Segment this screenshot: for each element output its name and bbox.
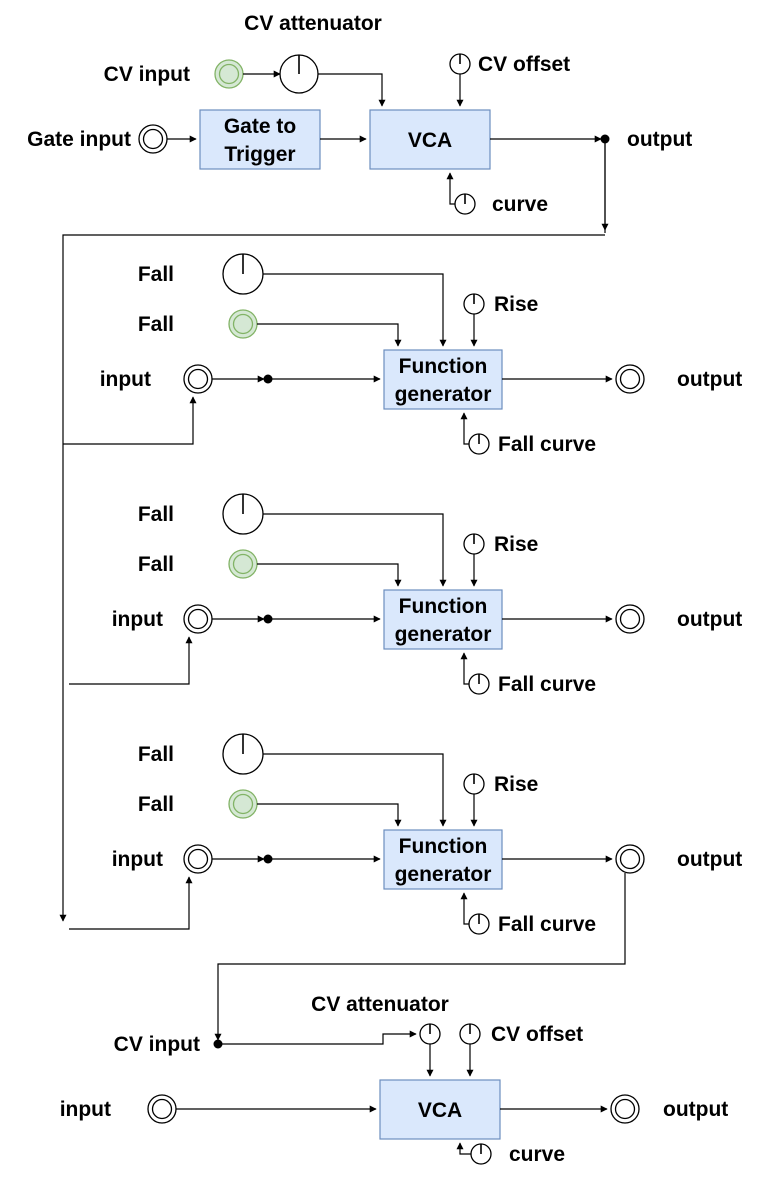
fg1-input-label: input bbox=[100, 368, 151, 391]
fg2-fall-curve-label: Fall curve bbox=[498, 673, 596, 696]
fg2-fall-cv-jack[interactable] bbox=[228, 549, 258, 579]
function-generator-3-section: Fall Fall Rise input output Fall curve F… bbox=[69, 733, 742, 1041]
fg3-input-node bbox=[263, 854, 273, 864]
fg2-output-jack[interactable] bbox=[615, 604, 645, 634]
fg1-wires bbox=[63, 273, 613, 445]
fg2-rise-knob[interactable] bbox=[463, 533, 485, 555]
fg3-fall-curve-label: Fall curve bbox=[498, 913, 596, 936]
function-generator-1-section: Fall Fall Rise input output Fall curve F… bbox=[63, 253, 742, 456]
vca-bottom-curve-knob[interactable] bbox=[470, 1143, 492, 1165]
vca-bottom-cv-attenuator-label: CV attenuator bbox=[311, 993, 449, 1016]
vca-bottom-curve-label: curve bbox=[509, 1143, 565, 1166]
fg2-fall-curve-knob[interactable] bbox=[468, 673, 490, 695]
fg3-box-line-2: generator bbox=[395, 863, 492, 886]
vca-top-cv-input-label: CV input bbox=[104, 63, 190, 86]
main-bus-wire bbox=[59, 234, 605, 922]
fg2-input-node bbox=[263, 614, 273, 624]
fg3-fall-knob-label: Fall bbox=[138, 743, 174, 766]
vca-top-cv-input-jack[interactable] bbox=[214, 59, 244, 89]
fg3-fall-cv-label: Fall bbox=[138, 793, 174, 816]
vca-top-cv-attenuator-knob[interactable] bbox=[279, 54, 319, 94]
vca-top-box: VCA bbox=[369, 109, 491, 170]
vca-bottom-cv-offset-knob[interactable] bbox=[459, 1023, 481, 1045]
fg3-wires bbox=[69, 753, 626, 1041]
fg1-fall-knob[interactable] bbox=[222, 253, 264, 295]
vca-bottom-input-label: input bbox=[60, 1098, 111, 1121]
fg1-output-label: output bbox=[677, 368, 742, 391]
gate-to-trigger-line-1: Gate to bbox=[224, 115, 296, 138]
fg3-input-label: input bbox=[112, 848, 163, 871]
fg1-function-generator-box: Function generator bbox=[383, 349, 503, 410]
vca-top-cv-offset-label: CV offset bbox=[478, 53, 570, 76]
vca-top-box-label: VCA bbox=[408, 129, 452, 152]
fg1-fall-cv-label: Fall bbox=[138, 313, 174, 336]
fg2-output-label: output bbox=[677, 608, 742, 631]
fg3-rise-label: Rise bbox=[494, 773, 538, 796]
fg1-box-line-1: Function bbox=[399, 355, 488, 378]
fg2-input-jack[interactable] bbox=[183, 604, 213, 634]
vca-bottom-output-jack[interactable] bbox=[610, 1094, 640, 1124]
fg3-box-line-1: Function bbox=[399, 835, 488, 858]
vca-bottom-output-label: output bbox=[663, 1098, 728, 1121]
gate-to-trigger-box: Gate to Trigger bbox=[199, 109, 321, 170]
fg2-fall-knob-label: Fall bbox=[138, 503, 174, 526]
fg1-rise-label: Rise bbox=[494, 293, 538, 316]
fg2-box-line-1: Function bbox=[399, 595, 488, 618]
fg1-fall-curve-knob[interactable] bbox=[468, 433, 490, 455]
vca-top-curve-label: curve bbox=[492, 193, 548, 216]
vca-bottom-cv-attenuator-knob[interactable] bbox=[419, 1023, 441, 1045]
fg1-output-jack[interactable] bbox=[615, 364, 645, 394]
vca-top-curve-knob[interactable] bbox=[454, 193, 476, 215]
fg3-output-label: output bbox=[677, 848, 742, 871]
fg1-input-jack[interactable] bbox=[183, 364, 213, 394]
vca-top-section: CV attenuator CV input CV offset Gate in… bbox=[27, 12, 692, 922]
vca-bottom-wires bbox=[176, 1030, 608, 1155]
fg2-fall-cv-label: Fall bbox=[138, 553, 174, 576]
vca-top-output-label: output bbox=[627, 128, 692, 151]
fg1-fall-knob-label: Fall bbox=[138, 263, 174, 286]
fg2-rise-label: Rise bbox=[494, 533, 538, 556]
gate-to-trigger-line-2: Trigger bbox=[224, 143, 295, 166]
vca-top-gate-input-jack[interactable] bbox=[138, 124, 168, 154]
fg2-fall-knob[interactable] bbox=[222, 493, 264, 535]
fg2-input-label: input bbox=[112, 608, 163, 631]
fg1-fall-cv-jack[interactable] bbox=[228, 309, 258, 339]
function-generator-2-section: Fall Fall Rise input output Fall curve F… bbox=[69, 493, 742, 696]
vca-bottom-input-jack[interactable] bbox=[147, 1094, 177, 1124]
vca-top-cv-offset-knob[interactable] bbox=[449, 53, 471, 75]
vca-bottom-cv-offset-label: CV offset bbox=[491, 1023, 583, 1046]
fg1-box-line-2: generator bbox=[395, 383, 492, 406]
fg2-wires bbox=[69, 513, 613, 685]
fg1-fall-curve-label: Fall curve bbox=[498, 433, 596, 456]
vca-top-gate-input-label: Gate input bbox=[27, 128, 131, 151]
vca-bottom-box-label: VCA bbox=[418, 1099, 462, 1122]
fg3-rise-knob[interactable] bbox=[463, 773, 485, 795]
vca-bottom-cv-input-node bbox=[213, 1039, 223, 1049]
vca-top-cv-attenuator-label: CV attenuator bbox=[244, 12, 382, 35]
fg1-rise-knob[interactable] bbox=[463, 293, 485, 315]
vca-bottom-box: VCA bbox=[379, 1079, 501, 1140]
fg3-fall-knob[interactable] bbox=[222, 733, 264, 775]
fg3-output-jack[interactable] bbox=[615, 844, 645, 874]
fg3-input-jack[interactable] bbox=[183, 844, 213, 874]
vca-bottom-section: CV attenuator CV input CV offset input o… bbox=[60, 993, 729, 1166]
fg2-box-line-2: generator bbox=[395, 623, 492, 646]
fg3-function-generator-box: Function generator bbox=[383, 829, 503, 890]
fg1-input-node bbox=[263, 374, 273, 384]
fg2-function-generator-box: Function generator bbox=[383, 589, 503, 650]
fg3-fall-cv-jack[interactable] bbox=[228, 789, 258, 819]
fg3-fall-curve-knob[interactable] bbox=[468, 913, 490, 935]
vca-bottom-cv-input-label: CV input bbox=[114, 1033, 200, 1056]
